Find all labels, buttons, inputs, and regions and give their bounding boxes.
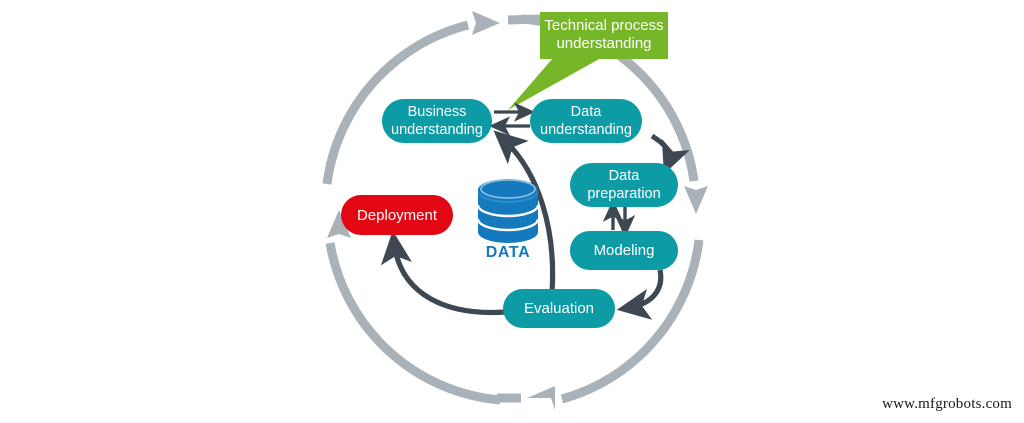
ring-arrowhead-left xyxy=(327,210,351,238)
ring-arrowhead-right xyxy=(684,186,708,214)
technical-process-callout-tail xyxy=(508,58,601,110)
node-data-understanding-label-line2: understanding xyxy=(540,122,632,138)
node-modeling-label: Modeling xyxy=(594,242,655,259)
ring-arc-bottom-left xyxy=(325,242,501,405)
watermark: www.mfgrobots.com xyxy=(882,396,1012,412)
ring-arc-bottom-right xyxy=(560,239,704,404)
process-connectors xyxy=(380,102,690,320)
node-data-preparation-label-line2: preparation xyxy=(587,186,660,202)
node-business-understanding-label-line1: Business xyxy=(408,104,467,120)
arrow-modeling-to-evaluation xyxy=(616,269,664,320)
node-deployment-label: Deployment xyxy=(357,207,438,224)
arrow-evaluation-to-business-understanding xyxy=(493,130,556,293)
node-data-understanding[interactable]: Data understanding xyxy=(530,99,642,143)
node-business-understanding[interactable]: Business understanding xyxy=(382,99,492,143)
arrow-evaluation-to-deployment xyxy=(380,230,507,316)
technical-process-label-line2: understanding xyxy=(556,35,651,52)
node-modeling[interactable]: Modeling xyxy=(570,231,678,270)
node-data-preparation-label-line1: Data xyxy=(609,168,641,184)
node-business-understanding-label-line2: understanding xyxy=(391,122,483,138)
node-data-understanding-label-line1: Data xyxy=(571,104,603,120)
ring-arrowhead-bottom xyxy=(527,386,555,410)
data-store-cylinder: DATA xyxy=(476,179,540,261)
ring-arc-top-left xyxy=(322,20,470,185)
arrow-data-understanding-to-data-preparation xyxy=(650,133,690,175)
node-data-preparation[interactable]: Data preparation xyxy=(570,163,678,207)
node-evaluation[interactable]: Evaluation xyxy=(503,289,615,328)
ring-stub-top xyxy=(507,14,541,25)
node-evaluation-label: Evaluation xyxy=(524,300,594,317)
node-deployment[interactable]: Deployment xyxy=(341,195,453,235)
technical-process-understanding-box[interactable]: Technical process understanding xyxy=(540,12,668,59)
data-store-caption: DATA xyxy=(486,244,530,261)
ring-arrowhead-top xyxy=(472,11,500,35)
technical-process-label-line1: Technical process xyxy=(544,17,663,34)
